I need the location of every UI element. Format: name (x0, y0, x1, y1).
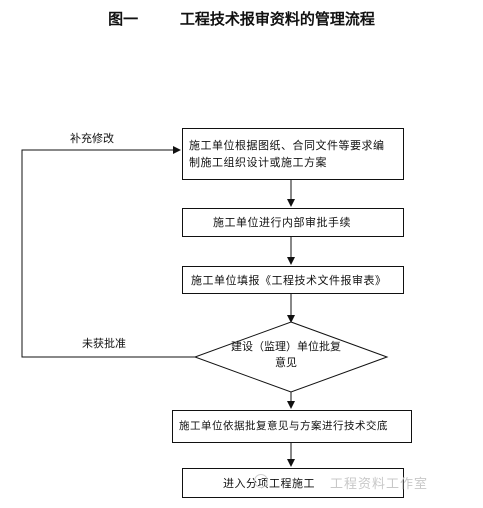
watermark-icon (254, 474, 268, 488)
label-revise: 补充修改 (70, 132, 114, 145)
decision-diamond (193, 321, 389, 393)
step-enter-construction: 进入分项工程施工 (182, 468, 404, 498)
feedback-loop-line (21, 146, 195, 358)
step-compile-line2: 制施工组织设计或施工方案 (189, 156, 327, 169)
step-compile-construction-plan: 施工单位根据图纸、合同文件等要求编 制施工组织设计或施工方案 (182, 128, 404, 180)
watermark: 工程资料工作室 (330, 477, 429, 492)
step-submit-report-form: 施工单位填报《工程技术文件报审表》 (182, 266, 404, 294)
step-compile-line1: 施工单位根据图纸、合同文件等要求编 (189, 139, 385, 152)
step-internal-approval-label: 施工单位进行内部审批手续 (213, 216, 351, 229)
step-internal-approval: 施工单位进行内部审批手续 (182, 208, 404, 237)
step-technical-briefing: 施工单位依据批复意见与方案进行技术交底 (172, 410, 412, 443)
step-submit-report-label: 施工单位填报《工程技术文件报审表》 (191, 273, 387, 287)
page-title: 图一 工程技术报审资料的管理流程 (108, 10, 375, 28)
decision-label: 建设（监理）单位批复意见 (231, 340, 341, 369)
step-enter-construction-label: 进入分项工程施工 (223, 476, 315, 490)
label-rejected: 未获批准 (82, 337, 126, 350)
step-technical-briefing-label: 施工单位依据批复意见与方案进行技术交底 (179, 420, 388, 432)
